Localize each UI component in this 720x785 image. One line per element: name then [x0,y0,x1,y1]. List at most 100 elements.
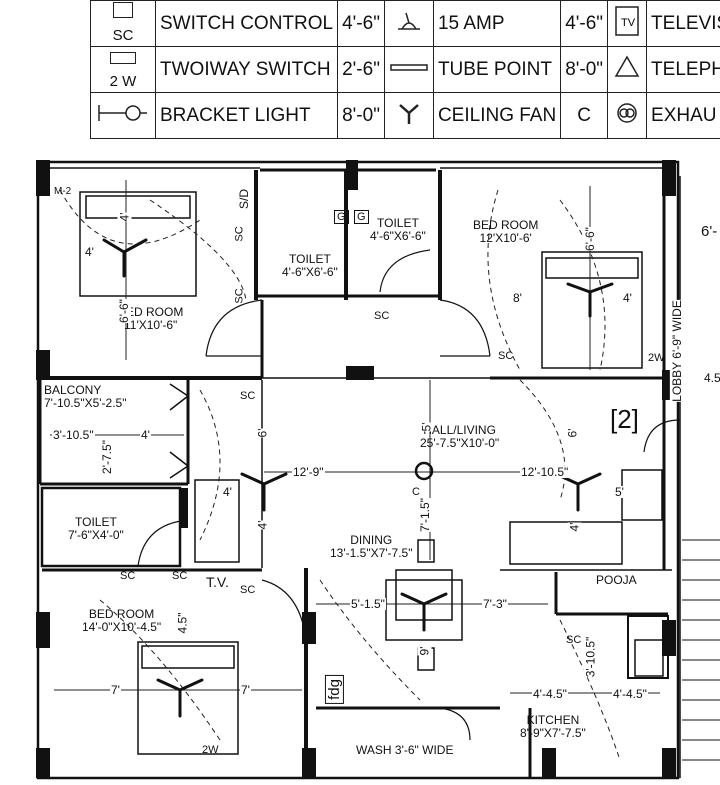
two-way-box-icon [110,51,136,64]
switch-control-tag: SC [233,288,246,304]
fan-icon [383,92,434,139]
legend-label: CEILING FAN [432,92,562,139]
dim-label: 4' [222,485,233,499]
dim-label: 4'-4.5" [612,687,648,701]
dim-label: 4' [622,291,633,305]
dim-label: 4'-4.5" [532,687,568,701]
outer-wall [36,160,680,780]
dim-label: 4' [84,245,95,259]
legend-value: C [560,92,609,139]
switch-control-tag: SC [172,570,188,582]
legend-label: TELEPHO [646,46,720,93]
bracket-light-svg [98,104,147,121]
exhaust-icon-svg [617,102,637,123]
tv-icon-svg: TV [615,5,639,36]
legend-grid: SC SWITCH CONTROL 4'-6" 15 AMP 4'-6" TV … [90,0,720,139]
switch-control-symbol: SC [90,0,156,47]
tv-icon: TV [607,0,648,47]
dim-label: 6' [565,428,580,438]
lobby-label: LOBBY 6'-9" WIDE [669,300,684,402]
dining-table [385,539,463,671]
dim-label: 7'-3" [482,597,508,611]
legend-label: 15 AMP [432,0,562,47]
dim-label: 6'- [700,223,719,240]
telephone-icon-svg [614,55,640,77]
tube-icon-svg [390,63,428,71]
dim-label: 4.5 [703,371,720,385]
geyser-tag: G [334,210,349,224]
dim-label: 5'-1.5" [350,597,386,611]
dim-label: 3'-10.5" [52,428,95,442]
dim-label: 6' [255,428,270,438]
dim-label: 9' [417,646,432,656]
dim-label: 2'-7.5" [99,440,114,474]
dim-label: 12'-10.5" [520,465,570,479]
socket-icon-svg [397,12,420,30]
door-marker-label: [2] [610,404,639,434]
legend-value: 8'-0" [337,92,385,139]
legend-label: EXHAU [646,92,720,139]
telephone-icon [607,46,648,93]
dim-label: 4' [140,428,151,442]
tube-icon [383,46,434,93]
legend-value: 2'-6" [337,46,385,93]
svg-text:TV: TV [621,17,636,29]
pooja-label: POOJA [596,573,637,587]
window-tag: M-2 [54,186,72,197]
switch-control-tag: SC [233,226,246,242]
legend-label: TELEVIS [646,0,720,47]
geyser-tag: G [354,210,369,224]
dim-label: 7' [110,683,121,697]
dim-label: 6'-6" [582,227,597,251]
fridge-tag: fdg [324,675,344,704]
dim-label: 6'-6" [116,299,131,323]
ceiling-light-icon [414,461,434,481]
two-way-switch-symbol: 2 W [90,46,156,93]
switch-control-tag: SC [374,310,390,322]
switch-control-tag: SC [498,350,514,362]
switch-control-tag: SC [566,634,582,646]
legend-row: BRACKET LIGHT 8'-0" CEILING FAN C EXHAU [90,92,720,139]
dim-label: 12'-9" [292,465,325,479]
legend-row: 2 W TWOIWAY SWITCH 2'-6" TUBE POINT 8'-0… [90,46,720,93]
dim-label: 5' [614,485,625,499]
dim-label: 4' [117,212,132,222]
dim-label: 5' [419,422,434,432]
sc-box-icon [113,1,133,18]
legend-label: TUBE POINT [432,46,562,93]
smoke-detector-tag: S/D [237,188,252,210]
dim-label: 4' [255,520,270,530]
bracket-light-icon [90,92,156,139]
switch-control-tag: SC [120,570,136,582]
ceiling-fans [102,238,614,718]
two-way-tag: 2W [202,744,219,756]
switch-control-tag: SC [240,390,256,402]
fan-icon-svg [399,103,419,124]
dim-label: 7' [240,683,251,697]
legend-table: SC SWITCH CONTROL 4'-6" 15 AMP 4'-6" TV … [0,0,720,142]
dim-label: 8' [512,291,523,305]
tv-tag: T.V. [206,574,229,590]
dim-label: 7'-1.5" [417,498,432,532]
two-way-tag: 2W [648,352,665,364]
wash-label: WASH 3'-6" WIDE [356,743,454,757]
switch-control-tag: SC [240,584,256,596]
legend-label: TWOIWAY SWITCH [154,46,339,93]
dim-label: 4.5" [175,612,190,634]
exhaust-icon [607,92,648,139]
legend-label: BRACKET LIGHT [154,92,339,139]
dim-label: 3'-10.5" [583,636,598,678]
ceiling-tag: C [412,486,420,498]
legend-row: SC SWITCH CONTROL 4'-6" 15 AMP 4'-6" TV … [90,0,720,47]
